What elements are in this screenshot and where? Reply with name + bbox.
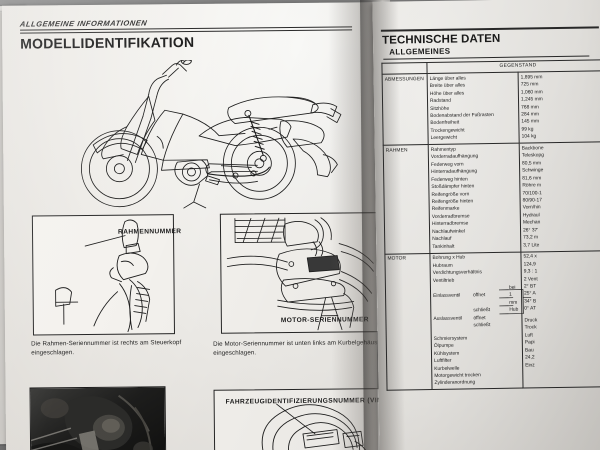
frame-number-panel bbox=[31, 214, 175, 336]
section-items-abmessungen: Länge über alles Breite über alles Höhe … bbox=[427, 72, 520, 145]
spec-item: Ventiltrieb bbox=[432, 278, 455, 284]
spec-value: Einz bbox=[525, 362, 535, 369]
engine-photo bbox=[29, 386, 167, 450]
left-page: ALLGEMEINE INFORMATIONEN MODELLIDENTIFIK… bbox=[1, 2, 393, 450]
spec-item: Zylinderanordnung bbox=[434, 380, 476, 387]
valve-note-line2: Hub bbox=[509, 307, 519, 314]
table-row: RAHMEN Rahmentyp Vorderradaufhängung Fed… bbox=[383, 141, 600, 254]
section-items-motor: Bohrung x Hub Hubraum Verdichtungsverhäl… bbox=[429, 251, 532, 390]
caption-engine-serial: Die Motor-Seriennummer ist unten links a… bbox=[213, 339, 381, 358]
spec-item: Tankinhalt bbox=[432, 244, 455, 250]
section-values-rahmen: Backbone Teleskopg 80,5 mm Schwinge 81,6… bbox=[519, 141, 600, 252]
section-items-rahmen: Rahmentyp Vorderradaufhängung Federweg v… bbox=[428, 143, 521, 254]
vin-panel bbox=[213, 388, 393, 450]
page-title: MODELLIDENTIFIKATION bbox=[20, 34, 195, 52]
table-row: MOTOR Bohrung x Hub Hubraum Verdichtungs… bbox=[384, 250, 600, 391]
section-category-motor: MOTOR bbox=[384, 253, 433, 391]
valve-name bbox=[434, 326, 474, 327]
section-values-abmessungen: 1,895 mm 725 mm 1,060 mm 1,245 mm 768 mm… bbox=[518, 70, 600, 144]
section-category-rahmen: RAHMEN bbox=[383, 144, 430, 254]
engine-serial-panel bbox=[219, 212, 391, 334]
valve-timing-block: Einlassventil öffnet bei 1 mm schließt H… bbox=[433, 285, 532, 331]
valve-note-line1: bei 1 mm bbox=[508, 285, 518, 306]
spec-value: 3,7 Lite bbox=[523, 242, 540, 249]
right-page: TECHNISCHE DATEN ALLGEMEINES GEGENSTAND … bbox=[372, 0, 600, 450]
spec-item: Leergewicht bbox=[430, 135, 458, 142]
header-blank-cell bbox=[381, 62, 428, 75]
spec-value: 104 kg bbox=[521, 134, 537, 140]
specifications-table: GEGENSTAND ABMESSUNGEN Länge über alles … bbox=[381, 59, 600, 391]
caption-frame-number: Die Rahmen-Seriennummer ist rechts am St… bbox=[31, 339, 182, 357]
panel-label-engine-serial: MOTOR-SERIENNUMMER bbox=[280, 316, 369, 325]
valve-name bbox=[433, 311, 473, 312]
table-row: ABMESSUNGEN Länge über alles Breite über… bbox=[382, 70, 600, 146]
valve-state: öffnet bbox=[473, 293, 486, 299]
valve-name: Einlassventil bbox=[433, 293, 461, 300]
section-category-abmessungen: ABMESSUNGEN bbox=[382, 73, 429, 146]
section-values-motor: 52,4 x 124,9 9,3 : 1 2 Vent 2° BT 25° A … bbox=[520, 250, 600, 389]
panel-label-frame-number: RAHMENNUMMER bbox=[117, 228, 182, 236]
valve-state: schließt bbox=[473, 323, 491, 329]
valve-name: Auslassventil bbox=[433, 316, 463, 322]
scooter-illustration bbox=[30, 58, 353, 211]
